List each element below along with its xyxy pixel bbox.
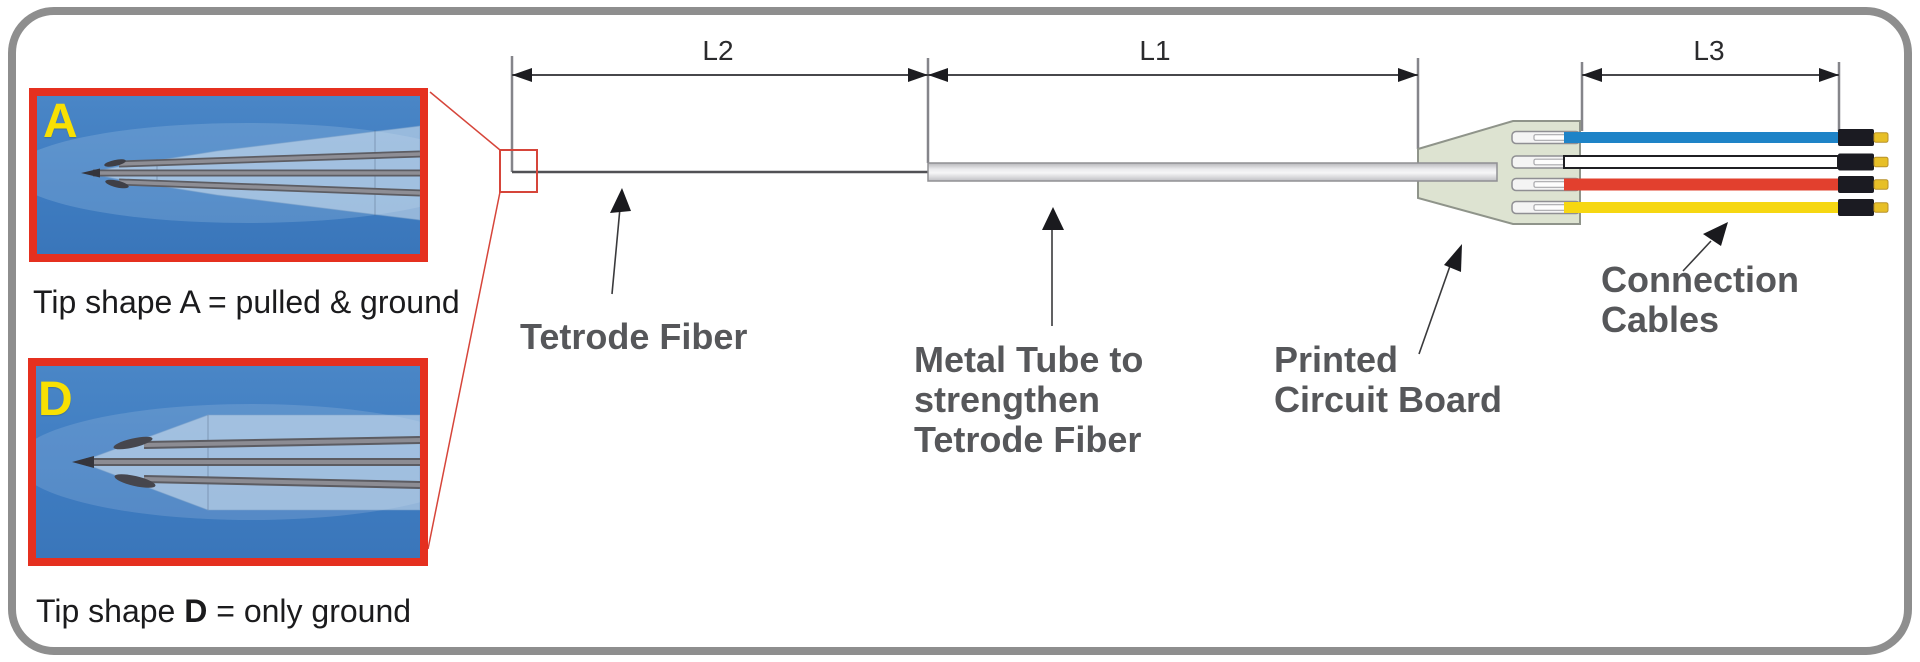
callout [427, 91, 538, 550]
callout-square [499, 149, 538, 193]
tetrode-wires [93, 150, 420, 197]
label-printed-circuit-board: Printed Circuit Board [1274, 339, 1503, 420]
tetrode-wires [86, 436, 420, 489]
white-cable [1563, 155, 1839, 169]
metal-tube-arrow [1042, 207, 1064, 326]
arrowhead-right-icon [908, 68, 928, 82]
pcb-arrow [1418, 244, 1462, 355]
arrowhead-left-icon [512, 68, 532, 82]
arrowhead-right-icon [1398, 68, 1418, 82]
arrowhead-left-icon [1582, 68, 1602, 82]
label-metal-tube: Metal Tube to strengthen Tetrode Fiber [914, 339, 1144, 460]
blue-cable [1564, 132, 1838, 143]
wire-end [114, 474, 156, 488]
arrowhead-left-icon [928, 68, 948, 82]
fiber-tip [72, 456, 94, 468]
dimension-label-l1: L1 [1139, 35, 1171, 66]
connector-tip-icon [1873, 179, 1889, 190]
inset-d: D [28, 358, 428, 566]
callout-line-a [429, 91, 501, 151]
red-cable [1564, 178, 1838, 191]
cable-connector [1838, 129, 1874, 146]
annotation-arrows [610, 188, 1728, 355]
dimension-arrowheads [512, 68, 1839, 82]
dimension-extension-lines [510, 56, 1841, 172]
cable-connector [1838, 153, 1874, 171]
arrowhead-right-icon [1819, 68, 1839, 82]
connector-tip-icon [1873, 202, 1889, 213]
connection-cables-group [1511, 129, 1889, 216]
caption-tip-shape-d: Tip shape D = only ground [36, 593, 412, 629]
inset-letter-a: A [43, 95, 78, 148]
inset-a-image [37, 96, 420, 254]
yellow-cable [1564, 202, 1838, 213]
inset-d-image [36, 366, 420, 558]
metal-tube [927, 162, 1498, 182]
tetrode-fiber-arrow [610, 188, 631, 295]
inset-a: A [29, 88, 428, 262]
dimension-label-l2: L2 [702, 35, 734, 66]
cable-connector [1838, 176, 1874, 193]
callout-line-d [427, 191, 501, 550]
connection-cables-arrow [1682, 222, 1728, 272]
figure-frame-border [8, 7, 1912, 655]
connector-tip-icon [1873, 156, 1889, 168]
label-connection-cables: Connection Cables [1601, 259, 1799, 340]
wire-end [104, 159, 126, 167]
pcb-shape [1417, 120, 1581, 225]
connector-tip-icon [1873, 132, 1889, 143]
wire-end [113, 436, 153, 450]
wire-end [105, 179, 129, 189]
fiber-tip [81, 168, 100, 178]
dimension-label-l3: L3 [1693, 35, 1725, 66]
caption-tip-shape-a: Tip shape A = pulled & ground [33, 284, 460, 320]
cable-connector [1838, 199, 1874, 216]
inset-letter-d: D [38, 373, 73, 426]
label-tetrode-fiber: Tetrode Fiber [520, 316, 748, 357]
